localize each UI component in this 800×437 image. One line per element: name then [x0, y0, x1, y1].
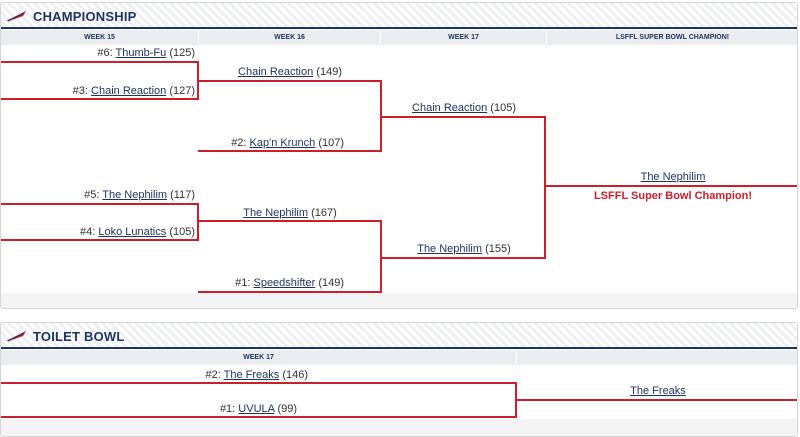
- column-header-week16: WEEK 16: [199, 31, 381, 45]
- team-link[interactable]: Chain Reaction: [238, 66, 314, 78]
- team-link[interactable]: Loko Lunatics: [98, 226, 167, 238]
- panel-title: CHAMPIONSHIP: [33, 9, 137, 24]
- bracket-line: [198, 220, 382, 222]
- champion-entry: The Nephilim: [547, 171, 797, 183]
- team-link[interactable]: The Nephilim: [417, 243, 483, 255]
- team-link[interactable]: UVULA: [238, 403, 275, 415]
- bracket-entry-w17-2: The Nephilim (155): [417, 243, 511, 255]
- champion-team-link[interactable]: The Nephilim: [640, 171, 706, 183]
- bracket-line: [515, 382, 517, 418]
- column-header-week17: WEEK 17: [381, 31, 547, 45]
- column-headers: WEEK 17: [1, 351, 797, 365]
- bracket-line: [381, 116, 546, 118]
- bracket-line: [198, 80, 382, 82]
- team-link[interactable]: Chain Reaction: [91, 85, 167, 97]
- column-headers: WEEK 15 WEEK 16 WEEK 17 LSFFL SUPER BOWL…: [1, 31, 797, 45]
- bracket-entry-w15-2: #3: Chain Reaction (127): [72, 85, 195, 97]
- bracket-entry-w16-1: Chain Reaction (149): [238, 66, 342, 78]
- column-header-champion: LSFFL SUPER BOWL CHAMPION!: [547, 31, 797, 45]
- team-link[interactable]: Kap'n Krunch: [249, 137, 316, 149]
- bracket-line: [198, 291, 382, 293]
- bracket-entry-tb-2: #1: UVULA (99): [219, 403, 297, 415]
- bracket-entry-w16-4: #1: Speedshifter (149): [235, 277, 344, 289]
- football-logo-icon: [6, 11, 26, 22]
- panel-footer: [1, 419, 797, 436]
- bracket-entry-w16-2: #2: Kap'n Krunch (107): [231, 137, 344, 149]
- team-link[interactable]: Speedshifter: [253, 277, 316, 289]
- bracket-entry-w15-4: #4: Loko Lunatics (105): [80, 226, 195, 238]
- column-header-winner: [517, 351, 797, 365]
- toilet-bowl-header: TOILET BOWL: [1, 323, 797, 349]
- bracket-line: [198, 150, 382, 152]
- bracket-line: [546, 185, 797, 187]
- champion-label: LSFFL Super Bowl Champion!: [593, 190, 753, 202]
- bracket-line: [544, 116, 546, 259]
- panel-footer: [1, 293, 797, 308]
- winner-entry: The Freaks: [517, 385, 797, 397]
- bracket-entry-w16-3: The Nephilim (167): [243, 207, 337, 219]
- team-link[interactable]: Thumb-Fu: [115, 47, 167, 59]
- column-header-week15: WEEK 15: [1, 31, 199, 45]
- team-link[interactable]: The Nephilim: [102, 189, 168, 201]
- bracket-line: [1, 382, 517, 384]
- bracket-line: [381, 257, 546, 259]
- championship-header: CHAMPIONSHIP: [1, 3, 797, 29]
- bracket-line: [1, 98, 198, 100]
- bracket-line: [1, 416, 517, 418]
- toilet-bowl-bracket: #2: The Freaks (146) #1: UVULA (99) The …: [1, 365, 797, 419]
- team-link[interactable]: The Nephilim: [243, 207, 309, 219]
- column-header-week17: WEEK 17: [1, 351, 517, 365]
- bracket-entry-tb-1: #2: The Freaks (146): [205, 369, 308, 381]
- bracket-line: [517, 399, 797, 401]
- bracket-entry-w15-3: #5: The Nephilim (117): [84, 189, 195, 201]
- bracket-line: [1, 203, 198, 205]
- panel-title: TOILET BOWL: [33, 329, 125, 344]
- championship-panel: CHAMPIONSHIP WEEK 15 WEEK 16 WEEK 17 LSF…: [0, 2, 798, 309]
- bracket-line: [1, 239, 198, 241]
- bracket-line: [380, 220, 382, 293]
- football-logo-icon: [6, 331, 26, 342]
- team-link[interactable]: The Freaks: [223, 369, 280, 381]
- bracket-entry-w15-1: #6: Thumb-Fu (125): [97, 47, 195, 59]
- bracket-entry-w17-1: Chain Reaction (105): [412, 102, 516, 114]
- championship-bracket: #6: Thumb-Fu (125) #3: Chain Reaction (1…: [1, 45, 797, 293]
- toilet-bowl-panel: TOILET BOWL WEEK 17 #2: The Freaks (146)…: [0, 322, 798, 437]
- winner-team-link[interactable]: The Freaks: [630, 385, 686, 397]
- bracket-line: [1, 61, 198, 63]
- bracket-line: [197, 203, 199, 241]
- team-link[interactable]: Chain Reaction: [412, 102, 488, 114]
